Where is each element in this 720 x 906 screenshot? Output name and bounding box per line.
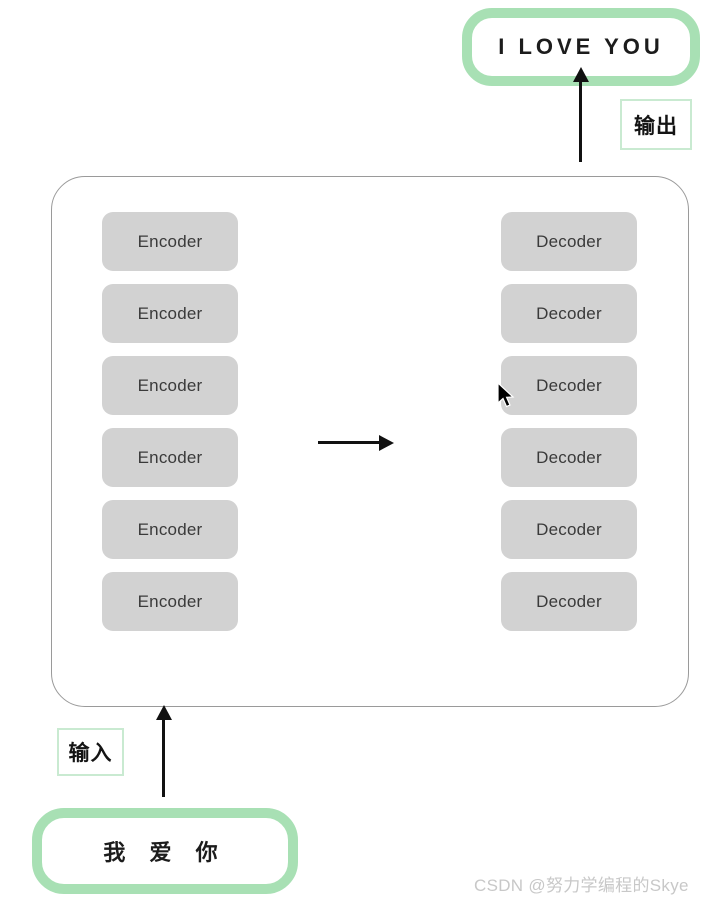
output-label-box: 输出 (620, 99, 692, 150)
encoder-block-label: Encoder (137, 231, 203, 251)
encoder-block[interactable]: Encoder (102, 500, 238, 559)
decoder-block[interactable]: Decoder (501, 284, 637, 343)
encoder-block-label: Encoder (137, 303, 203, 323)
decoder-block[interactable]: Decoder (501, 356, 637, 415)
input-text-box: 我 爱 你 (32, 808, 298, 894)
decoder-block-label: Decoder (536, 591, 602, 611)
decoder-block[interactable]: Decoder (501, 428, 637, 487)
encoder-block-label: Encoder (137, 591, 203, 611)
input-label-text: 输入 (68, 742, 113, 765)
watermark-text: CSDN @努力学编程的Skye (474, 876, 689, 895)
encoder-block-label: Encoder (137, 447, 203, 467)
encoder-to-decoder-arrow-icon (318, 441, 380, 444)
decoder-block-label: Decoder (536, 375, 602, 395)
encoder-block-label: Encoder (137, 519, 203, 539)
decoder-block-label: Decoder (536, 447, 602, 467)
decoder-block-label: Decoder (536, 519, 602, 539)
encoder-block[interactable]: Encoder (102, 284, 238, 343)
decoder-block-label: Decoder (536, 231, 602, 251)
decoder-block-label: Decoder (536, 303, 602, 323)
output-text: I LOVE YOU (498, 34, 664, 59)
decoder-block[interactable]: Decoder (501, 212, 637, 271)
encoder-stack: Encoder Encoder Encoder Encoder Encoder … (102, 212, 238, 631)
output-arrow-icon (579, 80, 582, 162)
input-arrow-icon (162, 718, 165, 797)
encoder-block[interactable]: Encoder (102, 356, 238, 415)
encoder-block-label: Encoder (137, 375, 203, 395)
decoder-block[interactable]: Decoder (501, 572, 637, 631)
input-text: 我 爱 你 (103, 840, 227, 865)
decoder-block[interactable]: Decoder (501, 500, 637, 559)
output-label-text: 输出 (634, 114, 678, 138)
encoder-block[interactable]: Encoder (102, 428, 238, 487)
decoder-stack: Decoder Decoder Decoder Decoder Decoder … (501, 212, 637, 631)
encoder-block[interactable]: Encoder (102, 572, 238, 631)
encoder-block[interactable]: Encoder (102, 212, 238, 271)
input-label-box: 输入 (57, 728, 124, 776)
